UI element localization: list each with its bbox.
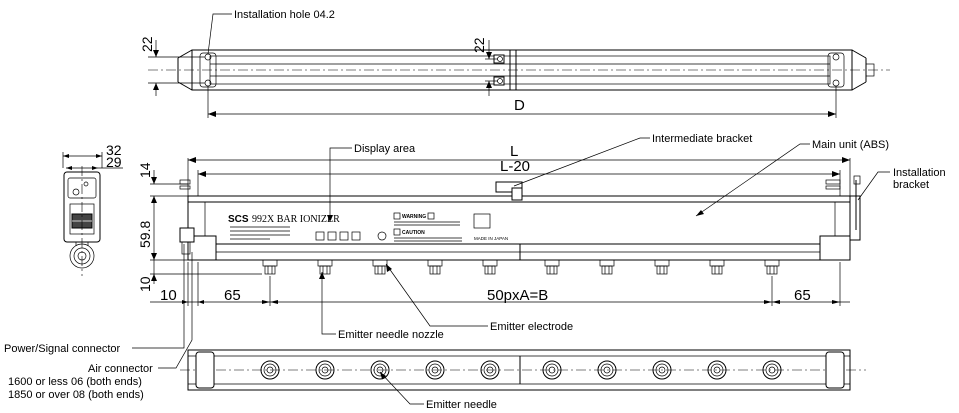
- callout-installation-bracket-2: bracket: [893, 179, 929, 191]
- emitter-needle: [707, 360, 727, 380]
- callout-air-1600: 1600 or less 06 (both ends): [8, 376, 142, 388]
- label-brand: SCS: [228, 214, 249, 225]
- dim-10-v: 10: [137, 276, 153, 292]
- bottom-view: Emitter needle: [180, 349, 866, 411]
- callout-display-area: Display area: [354, 143, 416, 155]
- emitter-needle: [480, 360, 500, 380]
- dim-65-right: 65: [794, 287, 811, 304]
- emitter-nozzles-front: [262, 259, 780, 275]
- emitter-nozzle: [482, 259, 498, 275]
- emitter-needle: [425, 360, 445, 380]
- product-label: SCS 992X BAR IONIZER WARNING CAUTION MAD…: [228, 212, 508, 242]
- label-made-in: MADE IN JAPAN: [474, 236, 508, 241]
- label-model: 992X BAR IONIZER: [252, 214, 340, 225]
- label-caution: CAUTION: [402, 230, 425, 236]
- emitter-nozzle: [427, 259, 443, 275]
- dim-29: 29: [106, 154, 122, 170]
- emitter-nozzle: [764, 259, 780, 275]
- callout-emitter-electrode: Emitter electrode: [490, 321, 573, 333]
- emitter-needle: [542, 360, 562, 380]
- front-view: L L-20: [4, 133, 946, 401]
- emitter-needle: [762, 360, 782, 380]
- emitter-nozzle: [709, 259, 725, 275]
- emitter-needle: [652, 360, 672, 380]
- label-warning: WARNING: [402, 214, 426, 220]
- emitter-needle: [315, 360, 335, 380]
- callout-main-unit: Main unit (ABS): [812, 139, 889, 151]
- top-view: 22 22 D Installation hole 04.2: [139, 9, 890, 118]
- emitter-nozzle: [654, 259, 670, 275]
- emitter-nozzle: [372, 259, 388, 275]
- callout-installation-bracket-1: Installation: [893, 167, 946, 179]
- callout-air-1850: 1850 or over 08 (both ends): [8, 389, 144, 401]
- emitter-nozzle: [317, 259, 333, 275]
- dim-22-left: 22: [139, 36, 155, 52]
- dim-59-8: 59.8: [137, 221, 153, 248]
- emitter-needles-bottom: [260, 360, 782, 380]
- dim-pitch: 50pxA=B: [487, 287, 548, 304]
- dim-L: L: [510, 143, 518, 160]
- side-view: 32 29: [62, 142, 123, 276]
- dim-L-20: L-20: [500, 158, 530, 175]
- dim-14: 14: [137, 162, 153, 178]
- callout-installation-hole: Installation hole 04.2: [234, 9, 335, 21]
- dim-22-mid: 22: [471, 37, 487, 53]
- callout-intermediate-bracket: Intermediate bracket: [652, 133, 752, 145]
- callout-power-signal: Power/Signal connector: [4, 343, 121, 355]
- dim-10-h: 10: [160, 287, 177, 304]
- dim-32: 32: [106, 142, 122, 158]
- emitter-nozzle: [599, 259, 615, 275]
- dim-D: D: [514, 97, 525, 114]
- emitter-needle: [260, 360, 280, 380]
- emitter-nozzle: [544, 259, 560, 275]
- emitter-needle: [370, 360, 390, 380]
- emitter-needle: [597, 360, 617, 380]
- callout-air-connector: Air connector: [88, 363, 153, 375]
- dim-65-left: 65: [224, 287, 241, 304]
- emitter-nozzle: [262, 259, 278, 275]
- callout-emitter-needle: Emitter needle: [426, 399, 497, 411]
- callout-emitter-nozzle: Emitter needle nozzle: [338, 329, 444, 341]
